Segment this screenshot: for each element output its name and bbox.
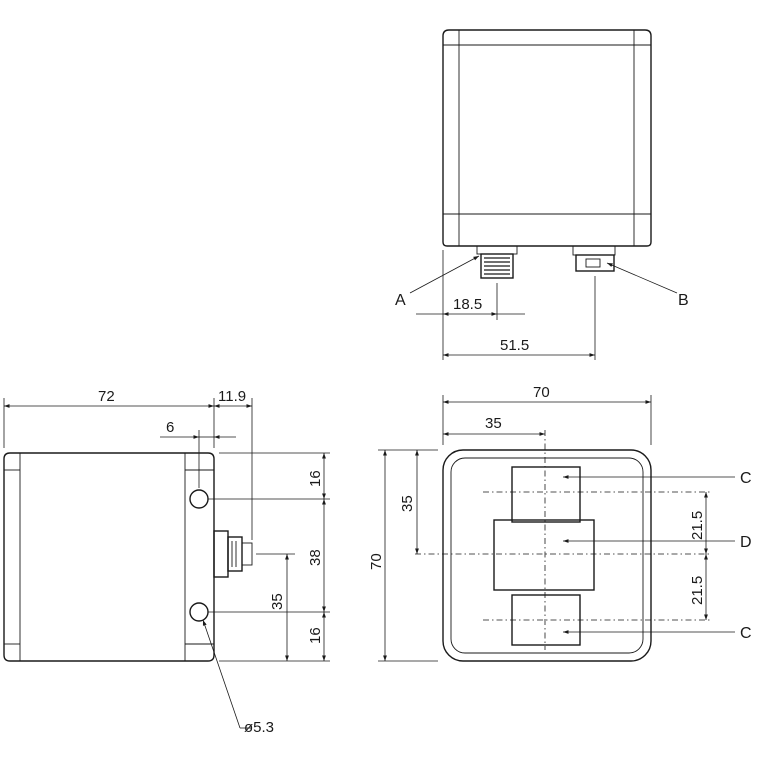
svg-text:72: 72 xyxy=(98,388,115,405)
dim-11-9: 11.9 xyxy=(214,388,252,408)
dim-6: 6 xyxy=(160,419,236,439)
leader-hole-dia xyxy=(202,619,241,729)
svg-text:11.9: 11.9 xyxy=(218,388,246,405)
front-view-outer-housing xyxy=(442,449,652,662)
dim-51-5: 51.5 xyxy=(443,337,595,357)
svg-text:70: 70 xyxy=(533,384,550,401)
svg-text:35: 35 xyxy=(399,495,416,512)
svg-text:35: 35 xyxy=(269,593,286,610)
svg-text:18.5: 18.5 xyxy=(453,296,482,313)
svg-text:70: 70 xyxy=(368,553,385,570)
svg-text:51.5: 51.5 xyxy=(500,337,529,354)
side-connector xyxy=(213,530,253,578)
callout-d: D xyxy=(740,534,752,551)
callout-b: B xyxy=(678,292,689,309)
dim-35-width: 35 xyxy=(443,415,545,436)
leader-a xyxy=(409,255,480,294)
dim-72: 72 xyxy=(4,388,214,408)
callout-c-bottom: C xyxy=(740,625,752,642)
dim-38: 38 xyxy=(307,499,326,612)
dim-35-height: 35 xyxy=(399,450,419,554)
top-view-housing xyxy=(442,29,652,247)
connector-b xyxy=(572,245,616,272)
leader-b xyxy=(606,262,678,294)
front-view: 70 35 70 35 21.5 21.5 xyxy=(368,384,752,662)
window-d xyxy=(493,519,595,591)
svg-text:6: 6 xyxy=(166,419,174,436)
svg-text:16: 16 xyxy=(307,470,324,487)
dim-35-side: 35 xyxy=(269,554,289,661)
svg-text:16: 16 xyxy=(307,627,324,644)
side-view: ø5.3 72 11.9 6 16 xyxy=(3,388,330,736)
front-view-inner-face xyxy=(450,457,644,654)
mounting-hole-bottom xyxy=(189,602,209,622)
dim-21-5-upper: 21.5 xyxy=(689,492,708,554)
side-view-housing xyxy=(3,452,215,662)
callout-c-top: C xyxy=(740,470,752,487)
svg-text:21.5: 21.5 xyxy=(689,576,706,605)
dim-16-bottom: 16 xyxy=(307,612,326,661)
svg-text:21.5: 21.5 xyxy=(689,511,706,540)
mounting-hole-top xyxy=(189,489,209,509)
top-view: A B 18.5 51.5 xyxy=(395,29,689,360)
dim-70-height: 70 xyxy=(368,450,387,661)
svg-text:38: 38 xyxy=(307,549,324,566)
window-c-top xyxy=(511,466,581,523)
dim-16-top: 16 xyxy=(307,453,326,499)
dim-18-5: 18.5 xyxy=(416,296,525,316)
connector-a xyxy=(476,245,518,279)
svg-text:35: 35 xyxy=(485,415,502,432)
hole-dia-label: ø5.3 xyxy=(244,719,274,736)
dim-70-width: 70 xyxy=(443,384,651,404)
callout-a: A xyxy=(395,292,406,309)
dim-21-5-lower: 21.5 xyxy=(689,554,708,620)
